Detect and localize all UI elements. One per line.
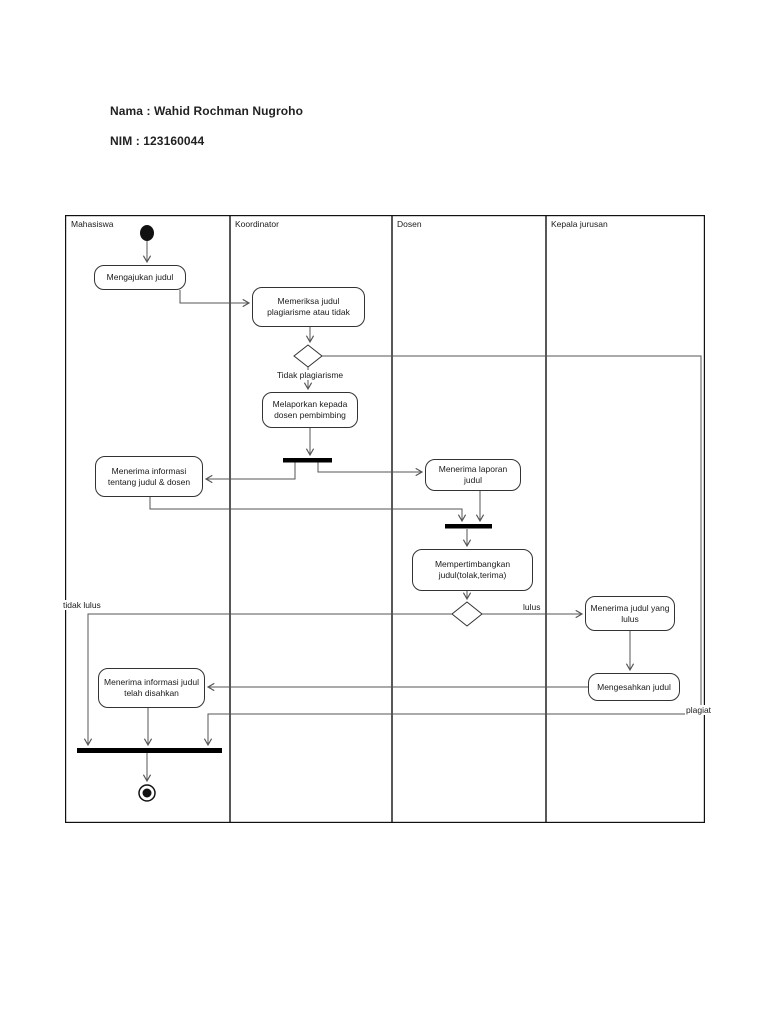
node-menerima-informasi-judul-dosen: Menerima informasi tentang judul & dosen bbox=[95, 456, 203, 497]
edge-label-tidak-plagiarisme: Tidak plagiarisme bbox=[265, 370, 355, 380]
edge-label-plagiat: plagiat bbox=[685, 705, 713, 715]
node-menerima-informasi-disahkan: Menerima informasi judul telah disahkan bbox=[98, 668, 205, 708]
edge-fork-to-menerima-informasi bbox=[204, 462, 296, 484]
edge-tidak-lulus bbox=[83, 613, 452, 747]
node-mempertimbangkan-judul: Mempertimbangkan judul(tolak,terima) bbox=[412, 549, 533, 591]
end-node bbox=[142, 788, 152, 798]
fork-bar bbox=[283, 458, 332, 463]
node-mengesahkan-judul: Mengesahkan judul bbox=[588, 673, 680, 701]
decision-lulus bbox=[451, 601, 483, 627]
diagram-canvas bbox=[65, 215, 705, 823]
lane-label-koordinator: Koordinator bbox=[235, 219, 279, 229]
node-melaporkan: Melaporkan kepada dosen pembimbing bbox=[262, 392, 358, 428]
node-mengajukan-judul: Mengajukan judul bbox=[94, 265, 186, 290]
join-bar bbox=[445, 524, 492, 529]
node-menerima-laporan-judul: Menerima laporan judul bbox=[425, 459, 521, 491]
edge-label-tidak-lulus: tidak lulus bbox=[62, 600, 102, 610]
lane-label-dosen: Dosen bbox=[397, 219, 422, 229]
swimlane-frame bbox=[65, 215, 705, 823]
edge-label-lulus: lulus bbox=[522, 602, 542, 612]
edge-fork-to-menerima-laporan bbox=[317, 462, 424, 477]
edge-mengajukan-to-memeriksa bbox=[179, 290, 251, 308]
edge-menerima-informasi-to-join bbox=[149, 497, 467, 523]
lane-label-mahasiswa: Mahasiswa bbox=[71, 219, 114, 229]
final-join-bar bbox=[77, 748, 222, 753]
decision-plagiarisme bbox=[293, 344, 323, 368]
node-menerima-judul-lulus: Menerima judul yang lulus bbox=[585, 596, 675, 631]
activity-diagram: Mahasiswa Koordinator Dosen Kepala jurus… bbox=[62, 215, 713, 823]
start-node bbox=[140, 225, 154, 241]
header-name: Nama : Wahid Rochman Nugroho bbox=[110, 104, 304, 118]
lane-label-kepala-jurusan: Kepala jurusan bbox=[551, 219, 608, 229]
node-memeriksa-judul: Memeriksa judul plagiarisme atau tidak bbox=[252, 287, 365, 327]
header-nim: NIM : 123160044 bbox=[110, 134, 205, 148]
